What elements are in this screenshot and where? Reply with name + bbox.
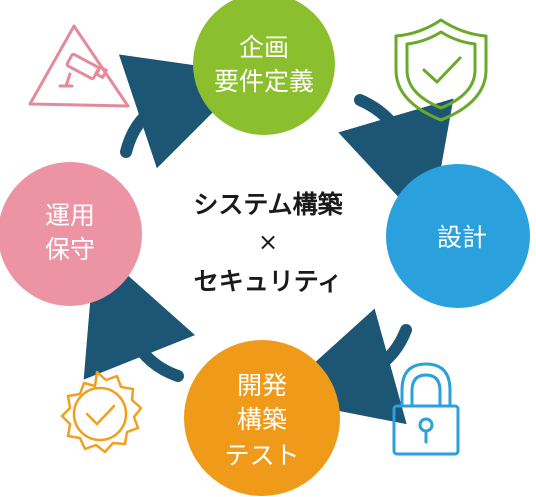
- phase-operation-circle: [0, 162, 142, 306]
- center-title-line1: システム構築: [193, 190, 343, 219]
- shield-check-icon: [394, 18, 488, 122]
- phase-planning-circle: [193, 0, 335, 135]
- padlock-icon: [392, 362, 460, 456]
- security-camera-warning-icon: [28, 24, 130, 108]
- cycle-arrows: [83, 54, 454, 425]
- phase-planning: 企画 要件定義: [193, 0, 335, 135]
- phase-operation-label-line2: 保守: [45, 235, 95, 264]
- arrow-planning-to-design: [338, 94, 454, 231]
- phase-design: 設計: [386, 164, 530, 308]
- phase-build-label-line3: テスト: [224, 441, 299, 470]
- center-title: システム構築 × セキュリティ: [193, 190, 343, 296]
- phase-planning-label-line1: 企画: [239, 33, 289, 62]
- phase-build-label-line2: 構築: [237, 405, 287, 434]
- center-title-line2: セキュリティ: [194, 267, 343, 296]
- phase-operation-label-line1: 運用: [45, 201, 95, 230]
- phase-build-label-line1: 開発: [237, 371, 287, 400]
- phase-operation: 運用 保守: [0, 162, 142, 306]
- certified-badge-icon: [60, 370, 143, 454]
- arrow-operation-to-planning: [118, 54, 252, 169]
- phase-build-circle: [184, 340, 340, 496]
- phase-planning-label-line2: 要件定義: [214, 67, 314, 96]
- center-title-separator: ×: [258, 228, 278, 256]
- arrow-design-to-build: [275, 308, 412, 425]
- phase-build: 開発 構築 テスト: [184, 340, 340, 496]
- arrow-build-to-operation: [83, 246, 196, 382]
- phase-design-circle: [386, 164, 530, 308]
- phase-design-label: 設計: [437, 223, 487, 252]
